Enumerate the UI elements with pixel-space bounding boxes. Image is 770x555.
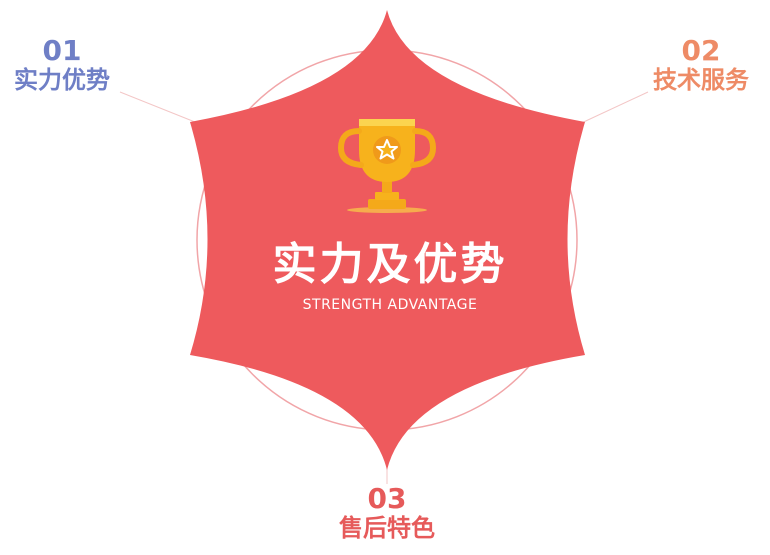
point-01: 01 实力优势	[0, 34, 124, 94]
connector-line-02	[574, 91, 649, 127]
point-02-number: 02	[681, 34, 721, 67]
connector-line-01	[119, 91, 206, 127]
star-shape	[190, 10, 585, 470]
point-01-number: 01	[42, 34, 82, 67]
trophy-icon	[337, 119, 437, 213]
point-03-number: 03	[367, 482, 407, 515]
center-subtitle: STRENGTH ADVANTAGE	[302, 297, 478, 313]
point-02: 02 技术服务	[636, 34, 766, 94]
point-03: 03 售后特色	[322, 482, 452, 542]
center-title: 实力及优势	[272, 239, 508, 290]
point-01-label: 实力优势	[14, 65, 110, 94]
star-icon	[376, 139, 398, 160]
point-03-label: 售后特色	[339, 513, 435, 542]
point-02-label: 技术服务	[653, 65, 749, 94]
